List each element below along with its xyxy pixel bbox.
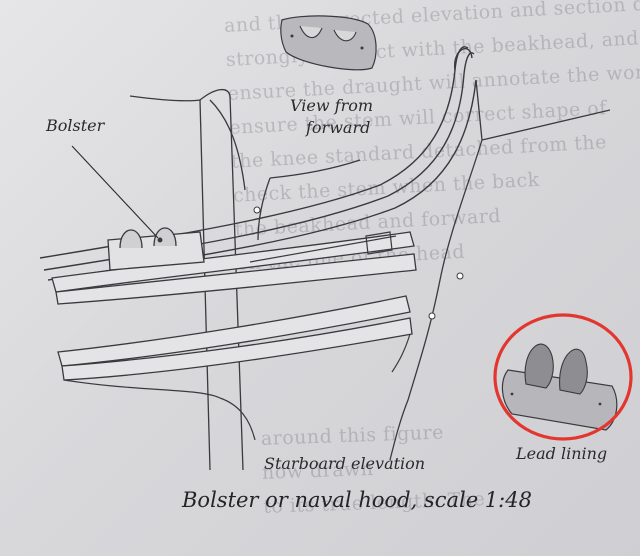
bolster-pointer: [71, 145, 159, 239]
upper-wale: [51, 231, 417, 305]
cutwater-outline: [209, 79, 611, 461]
label-lead-lining: Lead lining: [516, 444, 608, 463]
highlight-circle: [493, 313, 633, 441]
figure-caption: Bolster or naval hood, scale 1:48: [182, 488, 532, 512]
label-bolster: Bolster: [46, 116, 105, 135]
lead-lining-piece: [501, 343, 618, 431]
lower-wale: [57, 295, 413, 381]
label-starboard-elevation: Starboard elevation: [264, 454, 426, 473]
label-view-from-forward-line1: View from: [290, 96, 374, 115]
label-view-from-forward-line2: forward: [306, 118, 371, 137]
hull-lower: [63, 231, 411, 441]
bolster-on-hull: [107, 227, 205, 271]
bolster-forward-view: [280, 15, 377, 71]
bolt-holes: [253, 206, 464, 320]
